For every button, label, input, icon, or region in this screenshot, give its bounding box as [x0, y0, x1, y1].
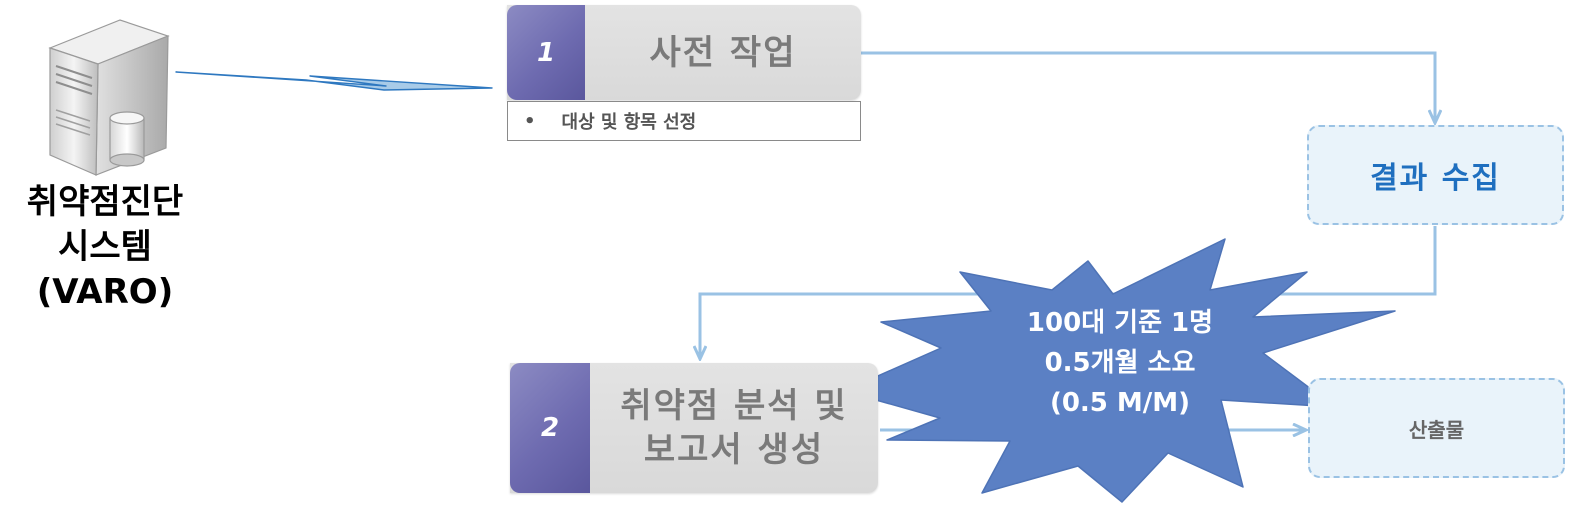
callout-line: 0.5개월 소요	[1044, 348, 1196, 378]
callout-line: (0.5 M/M)	[1049, 388, 1191, 418]
server-icon	[48, 19, 170, 176]
output-label: 산출물	[1408, 417, 1465, 442]
step-1-subtask-text: 대상 및 항목 선정	[561, 112, 697, 133]
arrow-step1-to-result	[861, 51, 1435, 122]
callout-burst	[843, 238, 1396, 503]
step-2-title-line: 취약점 분석 및	[620, 386, 848, 426]
server-label-line: 시스템	[58, 227, 152, 267]
output-box: 산출물	[1308, 378, 1565, 478]
step-2-title: 취약점 분석 및 보고서 생성	[590, 363, 878, 493]
callout-line: 100대 기준 1명	[1026, 308, 1214, 338]
network-link-icon	[175, 71, 493, 91]
step-2-box: 2 취약점 분석 및 보고서 생성	[510, 363, 878, 493]
result-collection-box: 결과 수집	[1307, 125, 1564, 225]
server-label-line: (VARO)	[36, 272, 174, 312]
step-2-title-line: 보고서 생성	[643, 430, 825, 470]
step-2-number: 2	[510, 363, 590, 493]
step-1-box: 1 사전 작업	[507, 5, 861, 100]
step-1-number: 1	[507, 5, 585, 100]
callout-text: 100대 기준 1명 0.5개월 소요 (0.5 M/M)	[960, 303, 1280, 423]
server-label: 취약점진단 시스템 (VARO)	[10, 180, 200, 315]
server-label-line: 취약점진단	[26, 182, 184, 222]
step-1-title: 사전 작업	[649, 32, 797, 73]
result-collection-label: 결과 수집	[1370, 161, 1501, 196]
step-1-subtask: • 대상 및 항목 선정	[507, 101, 861, 141]
bullet-icon: •	[524, 110, 536, 132]
